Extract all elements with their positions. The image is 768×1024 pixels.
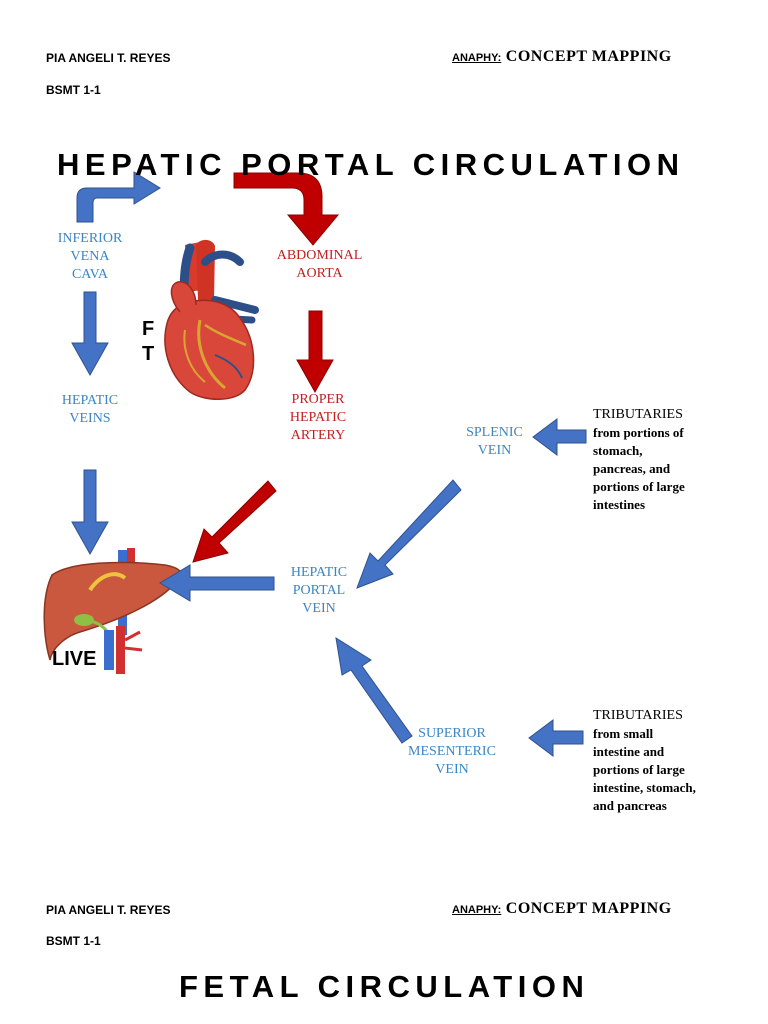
arrow-hepatic-veins-to-liver xyxy=(71,469,109,556)
red-bent-arrow xyxy=(233,172,340,246)
node-superior-mesenteric-vein: SUPERIOR MESENTERIC VEIN xyxy=(408,726,496,777)
tributaries-splenic-line: from portions of xyxy=(593,425,684,440)
activity-label-page2: CONCEPT MAPPING xyxy=(505,900,672,917)
diagram-title: HEPATIC PORTAL CIRCULATION xyxy=(57,147,685,182)
node-inferior-vena-cava: INFERIOR VENA CAVA xyxy=(57,231,123,282)
node-splenic-vein: SPLENIC VEIN xyxy=(466,425,523,458)
heart-partial-label-2: T xyxy=(142,343,155,365)
liver-illustration xyxy=(43,548,182,674)
tributaries-splenic-line: stomach, xyxy=(593,443,643,458)
student-name-page2: PIA ANGELI T. REYES xyxy=(46,903,171,917)
arrow-portal-vein-to-liver xyxy=(159,564,275,602)
blue-bent-arrow xyxy=(76,171,161,223)
heart-illustration xyxy=(164,239,259,400)
activity-label: CONCEPT MAPPING xyxy=(505,48,672,65)
tributaries-mesenteric-line: and pancreas xyxy=(593,798,667,813)
tributaries-mesenteric-heading: TRIBUTARIES xyxy=(593,708,683,723)
liver-partial-label: LIVE xyxy=(52,648,97,670)
tributaries-splenic-line: portions of large xyxy=(593,479,685,494)
arrow-tributaries-to-mesenteric xyxy=(528,719,584,757)
activity-header-page2: ANAPHY: CONCEPT MAPPING xyxy=(452,900,672,918)
activity-header: ANAPHY: CONCEPT MAPPING xyxy=(452,48,672,66)
node-abdominal-aorta: ABDOMINAL AORTA xyxy=(276,248,363,281)
tributaries-splenic-heading: TRIBUTARIES xyxy=(593,407,683,422)
section-label: BSMT 1-1 xyxy=(46,83,101,97)
tributaries-splenic-line: intestines xyxy=(593,497,645,512)
tributaries-splenic: TRIBUTARIES from portions of stomach, pa… xyxy=(593,406,763,514)
arrow-splenic-to-portal xyxy=(356,479,462,589)
subject-label-page2: ANAPHY: xyxy=(452,904,502,916)
fetal-circulation-title: FETAL CIRCULATION xyxy=(179,969,590,1004)
arrow-mesenteric-to-portal xyxy=(335,636,413,744)
tributaries-mesenteric-line: from small xyxy=(593,726,654,741)
arrow-hepatic-artery-to-liver xyxy=(192,480,277,563)
arrow-tributaries-to-splenic xyxy=(532,418,587,456)
heart-partial-label-1: F xyxy=(142,318,155,340)
node-hepatic-veins: HEPATIC VEINS xyxy=(61,393,119,426)
tributaries-splenic-line: pancreas, and xyxy=(593,461,671,476)
arrow-aorta-to-hepatic-artery xyxy=(296,310,334,394)
tributaries-mesenteric-line: intestine, stomach, xyxy=(593,780,696,795)
tributaries-mesenteric: TRIBUTARIES from small intestine and por… xyxy=(593,707,763,815)
student-name: PIA ANGELI T. REYES xyxy=(46,51,171,65)
tributaries-mesenteric-line: intestine and xyxy=(593,744,665,759)
node-hepatic-portal-vein: HEPATIC PORTAL VEIN xyxy=(290,565,348,616)
node-proper-hepatic-artery: PROPER HEPATIC ARTERY xyxy=(289,392,347,443)
section-label-page2: BSMT 1-1 xyxy=(46,934,101,948)
subject-label: ANAPHY: xyxy=(452,52,502,64)
arrow-ivc-to-hepatic-veins xyxy=(71,291,109,377)
tributaries-mesenteric-line: portions of large xyxy=(593,762,685,777)
